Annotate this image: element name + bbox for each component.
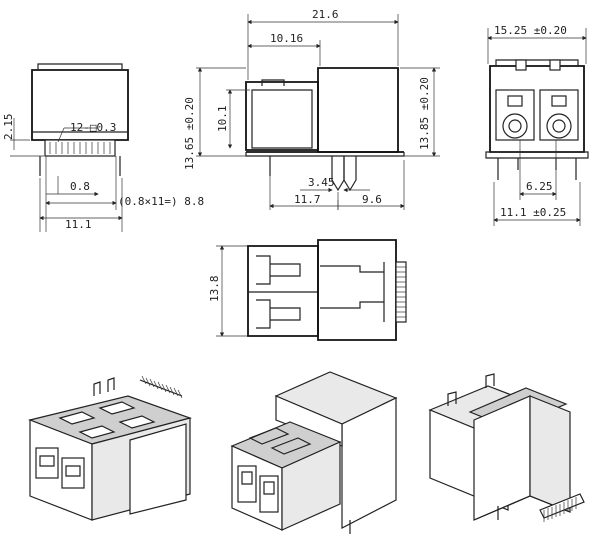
front-view: 15.25 ±0.20 6.25 11.1 ±0.25	[485, 24, 589, 226]
isometric-view-rear	[428, 373, 585, 522]
dim-side-pitch: 0.8	[70, 180, 90, 193]
dim-elev-latch: 3.45	[308, 176, 335, 189]
dim-side-pin-label: 12-□0.3	[70, 121, 116, 134]
dim-front-port-pitch: 6.25	[526, 180, 553, 193]
dim-elev-height-left: 13.65 ±0.20	[183, 97, 196, 170]
dim-elev-inner: 10.1	[216, 106, 229, 133]
isometric-view-top	[230, 371, 398, 534]
dim-elev-base-left: 11.7	[294, 193, 321, 206]
dim-side-height: 2.15	[2, 114, 15, 141]
dim-side-width: 11.1	[65, 218, 92, 231]
dim-elev-base-right: 9.6	[362, 193, 382, 206]
dim-front-width: 15.25 ±0.20	[494, 24, 567, 37]
isometric-view-front-left	[28, 375, 193, 521]
side-view: 12-□0.3 2.15 0.8 (0.8×11=) 8.8 11.1	[2, 63, 204, 232]
plan-view: 13.8	[208, 239, 407, 341]
dim-elev-front: 10.16	[270, 32, 303, 45]
dim-elev-length: 21.6	[312, 8, 339, 21]
dim-front-base-width: 11.1 ±0.25	[500, 206, 566, 219]
elevation-view: 21.6 10.16 13.65 ±0.20 10.1 13.85 ±0.20	[183, 8, 440, 210]
dim-plan-height: 13.8	[208, 276, 221, 303]
dim-elev-height-right: 13.85 ±0.20	[418, 77, 431, 150]
plan-pin-row	[395, 261, 407, 323]
dim-side-span: (0.8×11=) 8.8	[118, 195, 204, 208]
